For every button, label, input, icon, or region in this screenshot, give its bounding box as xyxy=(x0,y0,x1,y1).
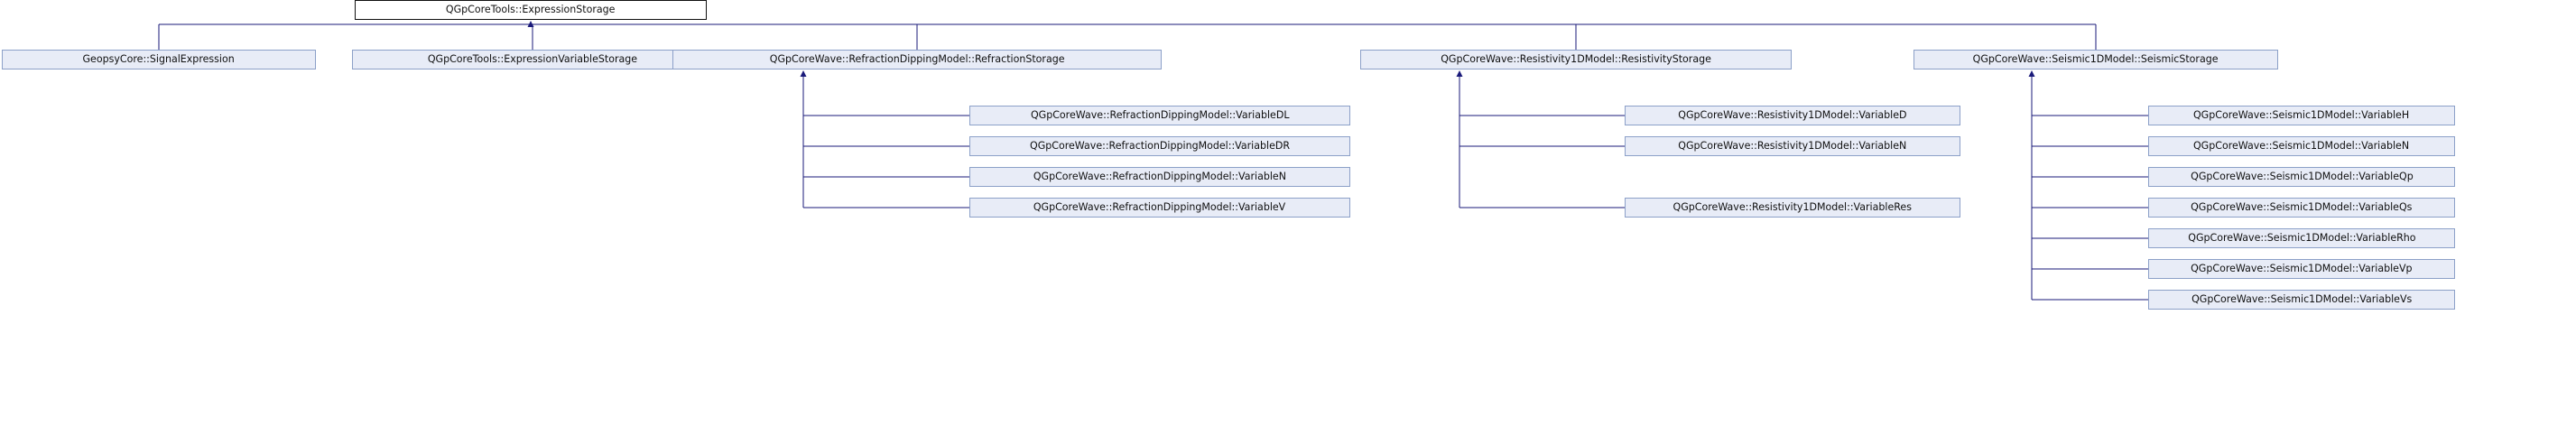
class-node-seismic-1-label: QGpCoreWave::Seismic1DModel::VariableN xyxy=(2193,139,2410,153)
class-node-seismic-6[interactable]: QGpCoreWave::Seismic1DModel::VariableVs xyxy=(2148,290,2455,310)
class-node-seismic-4[interactable]: QGpCoreWave::Seismic1DModel::VariableRho xyxy=(2148,228,2455,248)
class-node-seismic-0-label: QGpCoreWave::Seismic1DModel::VariableH xyxy=(2193,108,2410,122)
class-node-level2-4[interactable]: QGpCoreWave::Seismic1DModel::SeismicStor… xyxy=(1913,50,2278,69)
class-node-resistivity-0-label: QGpCoreWave::Resistivity1DModel::Variabl… xyxy=(1678,108,1907,122)
class-node-level2-2[interactable]: QGpCoreWave::RefractionDippingModel::Ref… xyxy=(672,50,1162,69)
class-node-refraction-3-label: QGpCoreWave::RefractionDippingModel::Var… xyxy=(1033,200,1286,214)
class-node-level2-1-label: QGpCoreTools::ExpressionVariableStorage xyxy=(427,52,638,66)
class-node-seismic-6-label: QGpCoreWave::Seismic1DModel::VariableVs xyxy=(2191,292,2413,306)
class-node-level2-0-label: GeopsyCore::SignalExpression xyxy=(82,52,236,66)
class-node-resistivity-0[interactable]: QGpCoreWave::Resistivity1DModel::Variabl… xyxy=(1625,106,1960,125)
class-node-root-label: QGpCoreTools::ExpressionStorage xyxy=(446,3,616,16)
class-node-refraction-0[interactable]: QGpCoreWave::RefractionDippingModel::Var… xyxy=(969,106,1350,125)
class-node-seismic-5-label: QGpCoreWave::Seismic1DModel::VariableVp xyxy=(2191,262,2413,275)
class-node-seismic-3-label: QGpCoreWave::Seismic1DModel::VariableQs xyxy=(2191,200,2413,214)
class-node-level2-0[interactable]: GeopsyCore::SignalExpression xyxy=(2,50,316,69)
class-node-level2-2-label: QGpCoreWave::RefractionDippingModel::Ref… xyxy=(769,52,1065,66)
class-node-resistivity-1[interactable]: QGpCoreWave::Resistivity1DModel::Variabl… xyxy=(1625,136,1960,156)
class-node-root[interactable]: QGpCoreTools::ExpressionStorage xyxy=(355,0,707,20)
class-node-resistivity-2[interactable]: QGpCoreWave::Resistivity1DModel::Variabl… xyxy=(1625,198,1960,218)
class-node-seismic-4-label: QGpCoreWave::Seismic1DModel::VariableRho xyxy=(2187,231,2416,245)
class-node-level2-4-label: QGpCoreWave::Seismic1DModel::SeismicStor… xyxy=(1973,52,2219,66)
class-node-resistivity-1-label: QGpCoreWave::Resistivity1DModel::Variabl… xyxy=(1678,139,1907,153)
class-node-refraction-1-label: QGpCoreWave::RefractionDippingModel::Var… xyxy=(1029,139,1291,153)
class-node-seismic-2[interactable]: QGpCoreWave::Seismic1DModel::VariableQp xyxy=(2148,167,2455,187)
class-node-seismic-1[interactable]: QGpCoreWave::Seismic1DModel::VariableN xyxy=(2148,136,2455,156)
class-node-level2-1[interactable]: QGpCoreTools::ExpressionVariableStorage xyxy=(352,50,713,69)
class-node-resistivity-2-label: QGpCoreWave::Resistivity1DModel::Variabl… xyxy=(1673,200,1913,214)
class-node-seismic-3[interactable]: QGpCoreWave::Seismic1DModel::VariableQs xyxy=(2148,198,2455,218)
class-node-level2-3-label: QGpCoreWave::Resistivity1DModel::Resisti… xyxy=(1441,52,1711,66)
class-node-refraction-2-label: QGpCoreWave::RefractionDippingModel::Var… xyxy=(1033,170,1287,183)
class-node-refraction-0-label: QGpCoreWave::RefractionDippingModel::Var… xyxy=(1030,108,1290,122)
class-node-seismic-2-label: QGpCoreWave::Seismic1DModel::VariableQp xyxy=(2190,170,2414,183)
class-node-level2-3[interactable]: QGpCoreWave::Resistivity1DModel::Resisti… xyxy=(1360,50,1792,69)
class-node-refraction-2[interactable]: QGpCoreWave::RefractionDippingModel::Var… xyxy=(969,167,1350,187)
class-node-seismic-5[interactable]: QGpCoreWave::Seismic1DModel::VariableVp xyxy=(2148,259,2455,279)
class-node-refraction-1[interactable]: QGpCoreWave::RefractionDippingModel::Var… xyxy=(969,136,1350,156)
class-node-refraction-3[interactable]: QGpCoreWave::RefractionDippingModel::Var… xyxy=(969,198,1350,218)
class-node-seismic-0[interactable]: QGpCoreWave::Seismic1DModel::VariableH xyxy=(2148,106,2455,125)
